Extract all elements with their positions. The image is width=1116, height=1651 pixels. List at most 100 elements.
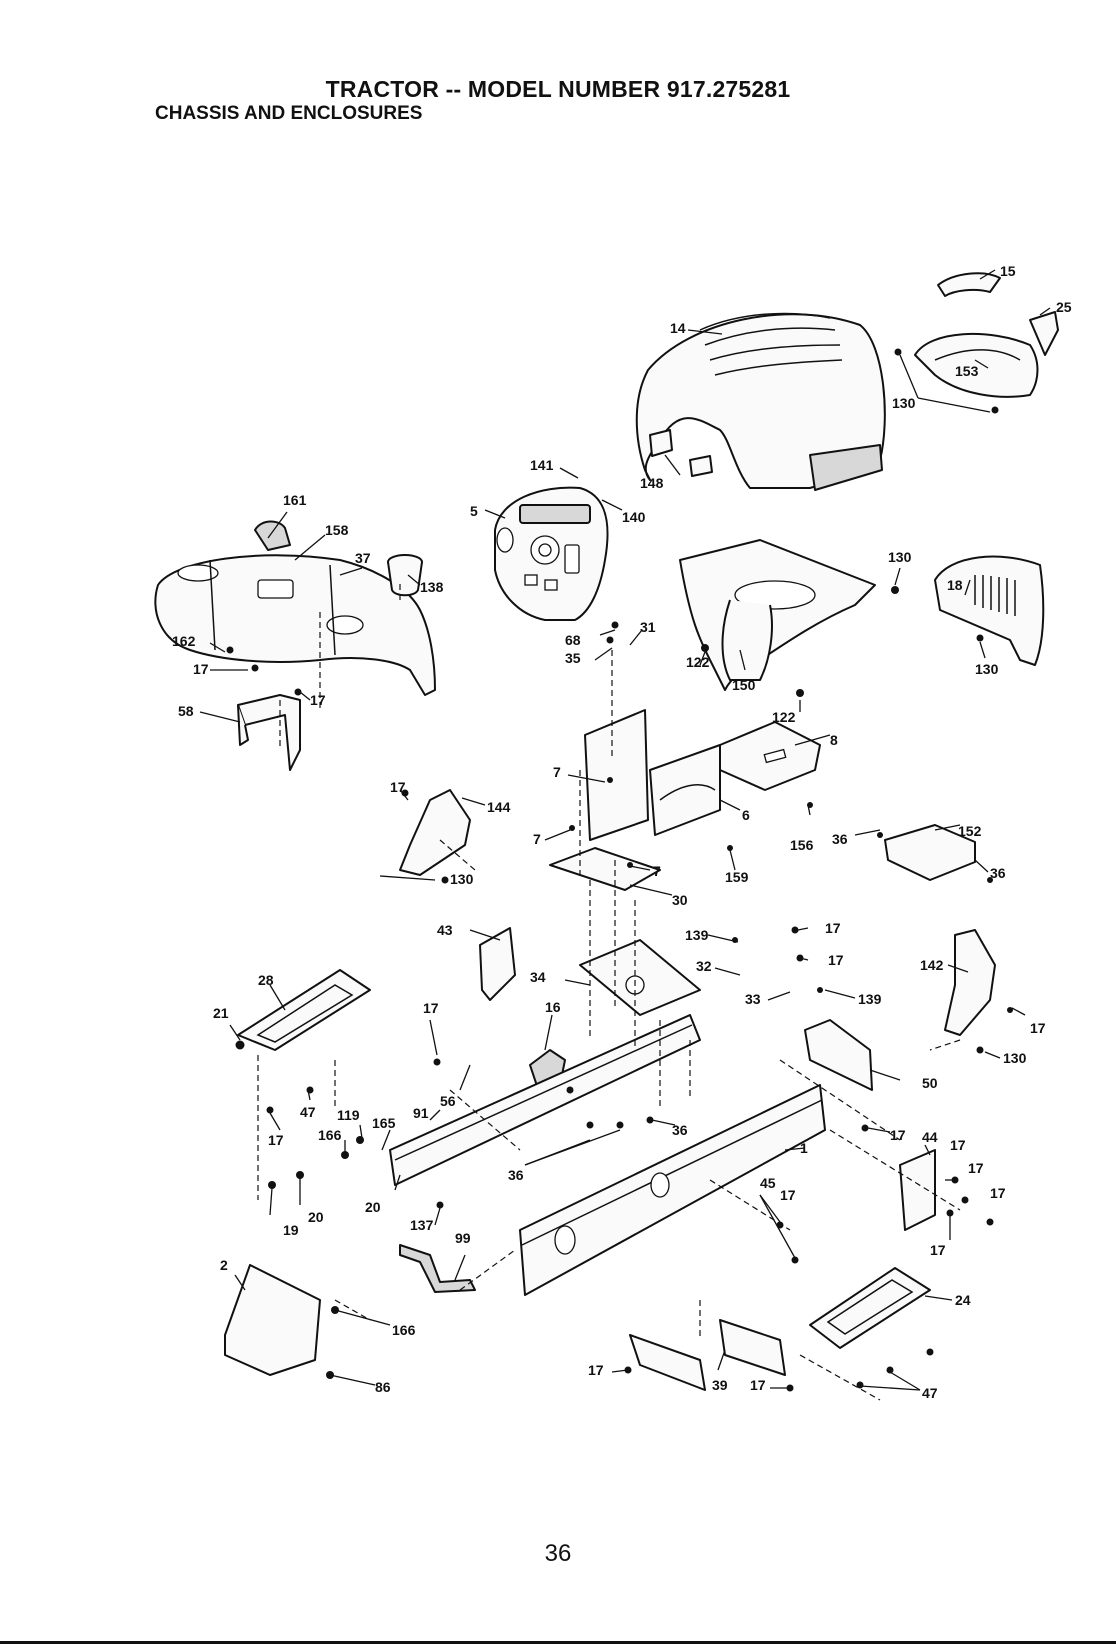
leader-lines <box>199 269 1051 1391</box>
callout-17: 17 <box>750 1377 766 1393</box>
callout-17: 17 <box>193 661 209 677</box>
callout-139: 139 <box>685 927 709 943</box>
callout-17: 17 <box>780 1187 796 1203</box>
battery-box[interactable] <box>584 709 721 841</box>
callout-17: 17 <box>968 1160 984 1176</box>
callout-122: 122 <box>686 654 710 670</box>
fender-support-bracket[interactable] <box>237 694 301 771</box>
cup-holder[interactable] <box>387 554 423 597</box>
callout-28: 28 <box>258 972 274 988</box>
callout-17: 17 <box>423 1000 439 1016</box>
callout-17: 17 <box>390 779 406 795</box>
callout-35: 35 <box>565 650 581 666</box>
callout-68: 68 <box>565 632 581 648</box>
callout-17: 17 <box>1030 1020 1046 1036</box>
grille-housing[interactable] <box>914 332 1039 398</box>
callout-159: 159 <box>725 869 749 885</box>
frame-rail-left[interactable] <box>389 1014 701 1186</box>
grille-cap[interactable] <box>937 272 1001 297</box>
callout-150: 150 <box>732 677 756 693</box>
callout-161: 161 <box>283 492 307 508</box>
callout-17: 17 <box>828 952 844 968</box>
reflector-bracket[interactable] <box>884 824 976 881</box>
callout-47: 47 <box>300 1104 316 1120</box>
callout-36: 36 <box>672 1122 688 1138</box>
callout-162: 162 <box>172 633 196 649</box>
callout-30: 30 <box>672 892 688 908</box>
brace-144[interactable] <box>399 789 471 876</box>
callout-6: 6 <box>742 807 750 823</box>
callout-25: 25 <box>1056 299 1072 315</box>
callout-21: 21 <box>213 1005 229 1021</box>
callout-166: 166 <box>392 1322 416 1338</box>
dash-panel[interactable] <box>494 486 609 621</box>
frame-rail-right[interactable] <box>519 1084 826 1296</box>
callout-44: 44 <box>922 1129 938 1145</box>
bottom-divider <box>0 1641 1116 1644</box>
page-number: 36 <box>544 1540 572 1567</box>
callout-17: 17 <box>268 1132 284 1148</box>
callout-36: 36 <box>832 831 848 847</box>
callout-47: 47 <box>922 1385 938 1401</box>
callout-5: 5 <box>470 503 478 519</box>
callout-137: 137 <box>410 1217 434 1233</box>
callout-15: 15 <box>1000 263 1016 279</box>
hood[interactable] <box>635 312 886 491</box>
callout-36: 36 <box>508 1167 524 1183</box>
callout-7: 7 <box>553 764 561 780</box>
callout-140: 140 <box>622 509 646 525</box>
callout-34: 34 <box>530 969 546 985</box>
callout-91: 91 <box>413 1105 429 1121</box>
callout-142: 142 <box>920 957 944 973</box>
rear-plate[interactable] <box>899 1149 936 1231</box>
callout-17: 17 <box>588 1362 604 1378</box>
brace-43[interactable] <box>479 927 516 1001</box>
callout-17: 17 <box>825 920 841 936</box>
lift-rod[interactable] <box>399 1244 476 1293</box>
callout-39: 39 <box>712 1377 728 1393</box>
callout-2: 2 <box>220 1257 228 1273</box>
callout-45: 45 <box>760 1175 776 1191</box>
fuel-tank-cover[interactable] <box>679 539 876 691</box>
callout-99: 99 <box>455 1230 471 1246</box>
front-grille[interactable] <box>934 555 1045 666</box>
callout-158: 158 <box>325 522 349 538</box>
steering-plate[interactable] <box>579 939 701 1016</box>
callout-152: 152 <box>958 823 982 839</box>
hitch-plate[interactable] <box>224 1264 321 1376</box>
section-subtitle: CHASSIS AND ENCLOSURES <box>155 103 423 124</box>
callout-56: 56 <box>440 1093 456 1109</box>
support-bar-39[interactable] <box>629 1319 786 1391</box>
callout-14: 14 <box>670 320 686 336</box>
callout-130: 130 <box>1003 1050 1027 1066</box>
headlight-lens[interactable] <box>1029 311 1059 356</box>
callout-36: 36 <box>990 865 1006 881</box>
callout-141: 141 <box>530 457 554 473</box>
callout-31: 31 <box>640 619 656 635</box>
callout-156: 156 <box>790 837 814 853</box>
callout-17: 17 <box>990 1185 1006 1201</box>
callout-16: 16 <box>545 999 561 1015</box>
callout-139: 139 <box>858 991 882 1007</box>
callout-130: 130 <box>450 871 474 887</box>
footrest-left[interactable] <box>237 969 371 1051</box>
callout-20: 20 <box>308 1209 324 1225</box>
callout-1: 1 <box>800 1140 808 1156</box>
callout-58: 58 <box>178 703 194 719</box>
brace-142[interactable] <box>944 929 996 1036</box>
callout-17: 17 <box>930 1242 946 1258</box>
callout-165: 165 <box>372 1115 396 1131</box>
footrest-right[interactable] <box>809 1267 931 1349</box>
callout-33: 33 <box>745 991 761 1007</box>
callout-166: 166 <box>318 1127 342 1143</box>
rear-bracket[interactable] <box>804 1019 873 1091</box>
callout-130: 130 <box>888 549 912 565</box>
mounting-plate[interactable] <box>719 721 821 791</box>
callout-17: 17 <box>890 1127 906 1143</box>
callout-17: 17 <box>950 1137 966 1153</box>
callout-8: 8 <box>830 732 838 748</box>
callout-144: 144 <box>487 799 511 815</box>
seat-adjust-lever[interactable] <box>254 520 291 551</box>
callout-148: 148 <box>640 475 664 491</box>
